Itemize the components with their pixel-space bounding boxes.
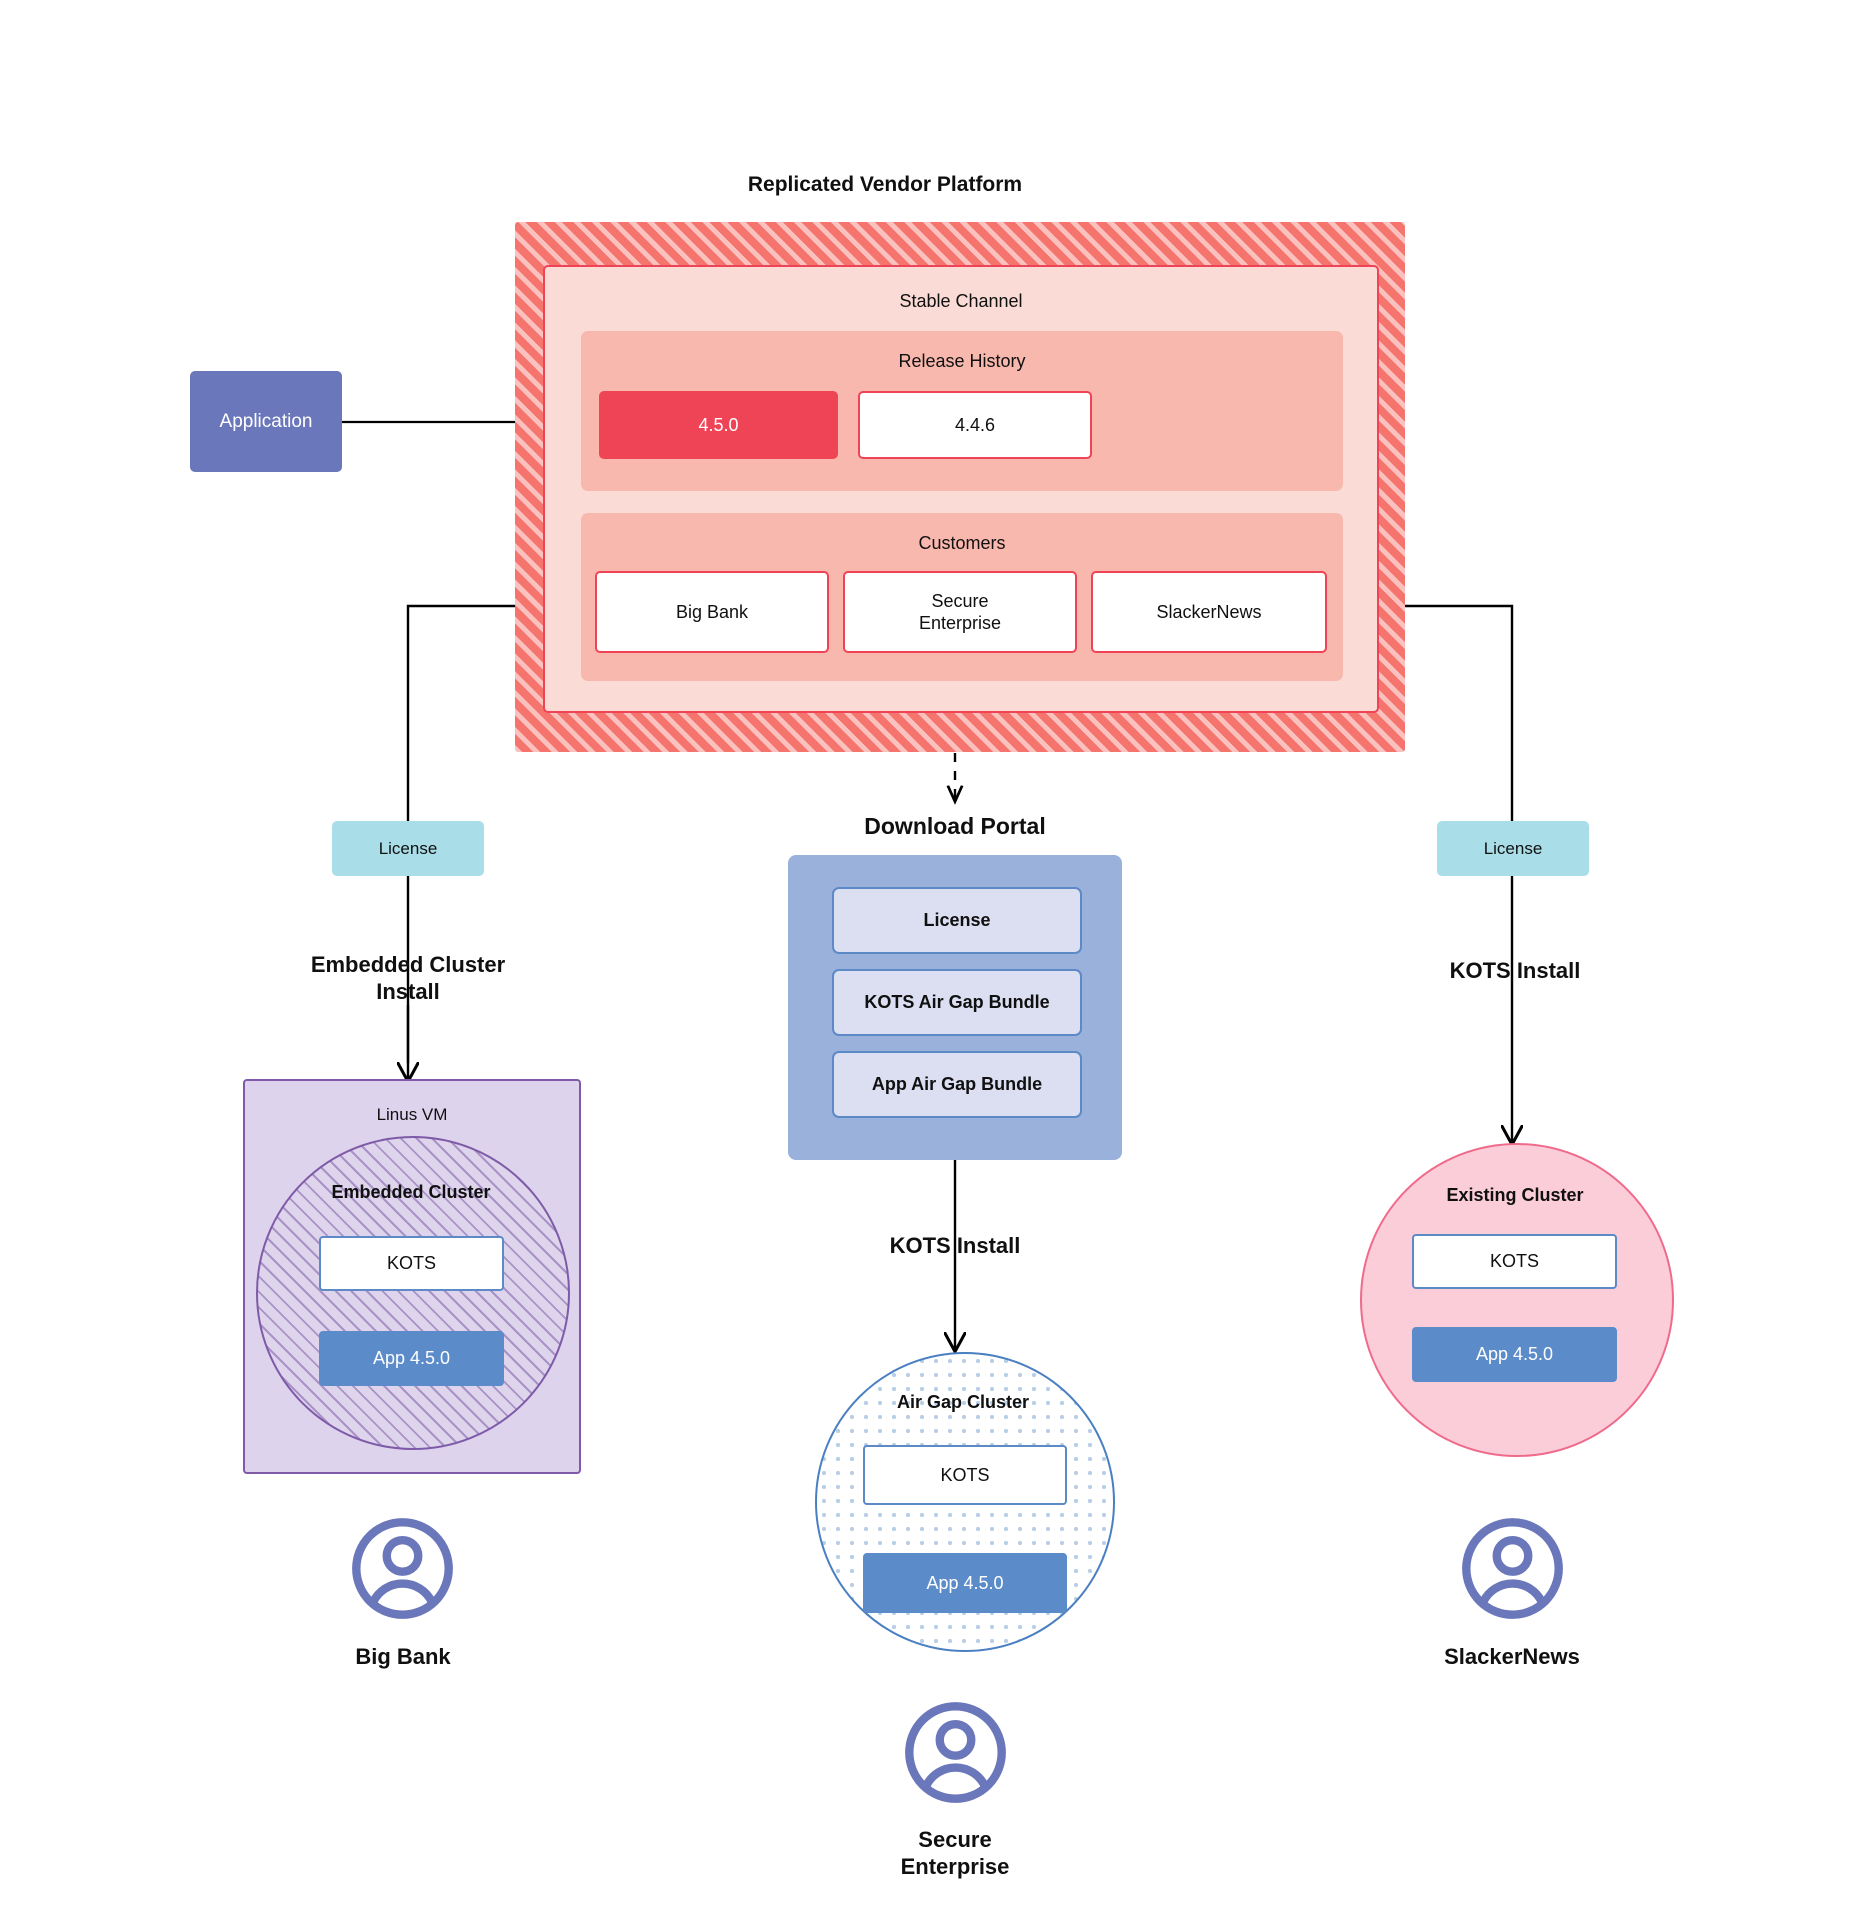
download-portal-panel: License KOTS Air Gap Bundle App Air Gap … [788,855,1122,1160]
persona-label-secure-enterprise: Secure Enterprise [900,1826,1010,1880]
customer-card-big-bank[interactable]: Big Bank [595,571,829,653]
license-box-left[interactable]: License [332,821,484,876]
portal-item-app-air-gap-bundle[interactable]: App Air Gap Bundle [832,1051,1082,1118]
release-card-previous[interactable]: 4.4.6 [858,391,1092,459]
edge-label-right-kots-install: KOTS Install [1449,958,1581,984]
edge-label-center-kots-install: KOTS Install [889,1233,1021,1259]
persona-label-big-bank: Big Bank [355,1644,451,1670]
license-box-right[interactable]: License [1437,821,1589,876]
app-version-box-left[interactable]: App 4.5.0 [319,1331,504,1386]
customer-card-slackernews[interactable]: SlackerNews [1091,571,1327,653]
application-box[interactable]: Application [190,371,342,472]
persona-label-slackernews: SlackerNews [1444,1644,1580,1670]
avatar-slackernews [1460,1516,1565,1621]
edge-label-embedded-cluster-install: Embedded Cluster Install [310,951,506,1005]
kots-box-left[interactable]: KOTS [319,1236,504,1291]
kots-box-center[interactable]: KOTS [863,1445,1067,1505]
app-version-box-right[interactable]: App 4.5.0 [1412,1327,1617,1382]
embedded-cluster-label: Embedded Cluster [331,1181,491,1202]
user-avatar-icon [905,1702,1006,1803]
embedded-cluster-circle [256,1136,570,1450]
portal-item-license[interactable]: License [832,887,1082,954]
customer-card-secure-enterprise[interactable]: Secure Enterprise [843,571,1077,653]
stable-channel-panel: Stable Channel Release History 4.5.0 4.4… [543,265,1379,713]
page-title: Replicated Vendor Platform [747,172,1023,196]
kots-box-right[interactable]: KOTS [1412,1234,1617,1289]
user-avatar-icon [1462,1518,1563,1619]
existing-cluster-label: Existing Cluster [1446,1184,1584,1205]
stable-channel-label: Stable Channel [899,290,1023,311]
customers-band: Customers Big Bank Secure Enterprise Sla… [581,513,1343,681]
download-portal-title: Download Portal [864,812,1046,839]
customers-label: Customers [918,532,1006,553]
avatar-big-bank [350,1516,455,1621]
release-card-current[interactable]: 4.5.0 [599,391,838,459]
air-gap-cluster-label: Air Gap Cluster [896,1391,1030,1412]
user-avatar-icon [352,1518,453,1619]
app-version-box-center[interactable]: App 4.5.0 [863,1553,1067,1613]
linus-vm-label: Linus VM [376,1105,448,1125]
release-history-band: Release History 4.5.0 4.4.6 [581,331,1343,491]
release-history-label: Release History [898,350,1026,371]
existing-cluster-circle [1360,1143,1674,1457]
avatar-secure-enterprise [903,1700,1008,1805]
portal-item-kots-air-gap-bundle[interactable]: KOTS Air Gap Bundle [832,969,1082,1036]
